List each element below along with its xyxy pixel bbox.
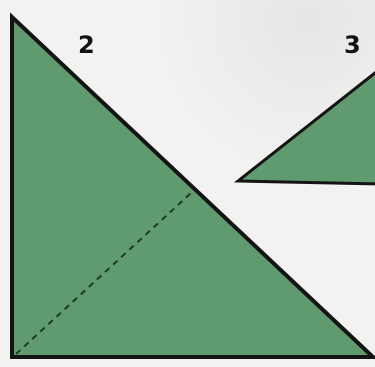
step-3-triangle (238, 69, 375, 184)
step-2-label: 2 (78, 33, 95, 57)
step-3-label: 3 (344, 33, 361, 57)
step-2-triangle (12, 17, 373, 357)
